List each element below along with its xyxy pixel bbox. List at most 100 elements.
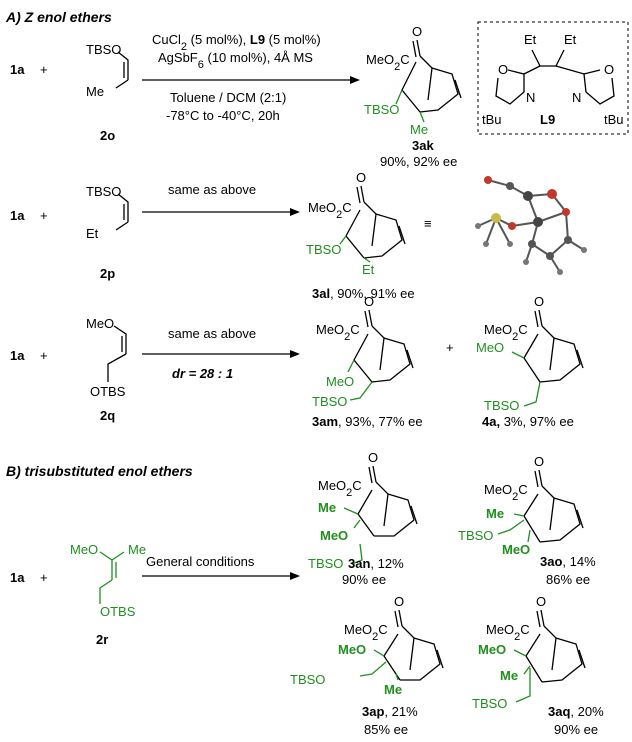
bond <box>360 185 365 203</box>
bond <box>419 111 425 123</box>
sm-label-2r: 2r <box>96 632 108 647</box>
bond <box>401 625 415 671</box>
ester-label: MeO2C <box>486 622 530 643</box>
ligand-et-1: Et <box>524 32 537 47</box>
bond <box>543 625 557 671</box>
bond <box>436 649 444 669</box>
product-et-label: Et <box>362 262 375 277</box>
sm-tbso-label: TBSO <box>86 42 121 57</box>
atom <box>506 182 514 190</box>
row-4: 1a + MeO Me OTBS 2r General conditions M… <box>10 450 604 737</box>
sm-me-label: Me <box>86 84 104 99</box>
product-ee-3aq: 90% ee <box>554 722 598 737</box>
atom <box>562 208 570 216</box>
condition-text: same as above <box>168 326 256 341</box>
ligand-o-1: O <box>498 62 508 77</box>
ester-label: MeO2C <box>344 622 388 643</box>
bond <box>406 349 414 369</box>
bond <box>565 211 569 241</box>
bond <box>99 579 113 604</box>
sm-2r-structure: MeO Me OTBS <box>70 542 146 619</box>
bond <box>117 51 129 80</box>
carbonyl-o-label: O <box>536 594 546 609</box>
bond <box>395 89 403 105</box>
bond <box>507 65 541 75</box>
reactant-1a: 1a <box>10 348 25 363</box>
sm-label-2q: 2q <box>100 408 115 423</box>
product-tbso-label: TBSO <box>472 696 507 711</box>
bond <box>117 193 129 222</box>
bond <box>541 485 555 531</box>
product-tbso-label: TBSO <box>312 394 347 409</box>
sm-2o-structure: TBSO Me <box>86 42 129 99</box>
ester-label: MeO2C <box>316 322 360 343</box>
bond <box>555 65 601 75</box>
atom <box>523 259 529 265</box>
sm-2p-structure: TBSO Et <box>86 184 129 241</box>
bond <box>578 649 586 669</box>
bond <box>353 519 361 529</box>
bond <box>371 325 385 371</box>
ligand-tbu-2: tBu <box>604 112 624 127</box>
row-3: 1a + MeO OTBS 2q same as above dr = 28 :… <box>10 294 584 429</box>
bond <box>583 73 615 105</box>
row-2: 1a + TBSO Et 2p same as above MeO2C O TB… <box>10 170 587 301</box>
plus-sign: + <box>40 570 48 585</box>
product-3ao-structure: MeO2C O Me TBSO MeO <box>458 454 584 557</box>
bond <box>115 221 129 231</box>
bond <box>383 633 401 681</box>
bond <box>523 665 531 675</box>
product-caption-3an: 3an, 12% <box>348 556 404 571</box>
product-3aq-structure: MeO2C O MeO Me TBSO <box>472 594 586 711</box>
product-3ap-structure: MeO2C O MeO TBSO Me <box>290 594 444 697</box>
product-meo-label: MeO <box>478 642 506 657</box>
arrow-head <box>290 208 300 216</box>
bond <box>115 79 129 89</box>
product-3an-structure: MeO2C O Me MeO TBSO <box>308 450 418 571</box>
product-caption-3al: 3al, 90%, 91% ee <box>312 286 415 301</box>
product-tbso-label: TBSO <box>484 398 519 413</box>
cond-line-4: -78°C to -40°C, 20h <box>166 108 280 123</box>
product-meo-label: MeO <box>320 528 348 543</box>
cond-line-3: Toluene / DCM (2:1) <box>170 90 286 105</box>
product-me-label: Me <box>318 500 336 515</box>
bond <box>454 79 462 99</box>
atom <box>546 252 554 260</box>
bond <box>353 333 373 383</box>
bond <box>531 49 565 67</box>
product-caption-3ao: 3ao, 14% <box>540 554 596 569</box>
bond <box>525 633 543 683</box>
atom <box>483 241 489 247</box>
product-tbso-label: TBSO <box>290 672 325 687</box>
sm-2q-structure: MeO OTBS <box>86 316 127 399</box>
bond <box>515 668 531 703</box>
product-me-label: Me <box>410 122 428 137</box>
bond <box>363 201 377 247</box>
bond <box>412 40 417 58</box>
product-tbso-label: TBSO <box>364 102 399 117</box>
sm-et-label: Et <box>86 226 99 241</box>
ester-label: MeO2C <box>366 52 410 73</box>
atom <box>528 240 536 248</box>
dashed-box-frame <box>477 21 629 135</box>
bond <box>534 470 539 488</box>
xray-structure-image <box>475 176 587 275</box>
bond <box>371 337 411 383</box>
sm-meo-label: MeO <box>70 542 98 557</box>
plus-sign: + <box>40 62 48 77</box>
product-yield-3ak: 90%, 92% ee <box>380 154 457 169</box>
bond <box>541 325 555 371</box>
ester-label: MeO2C <box>318 478 362 499</box>
sm-otbs-label: OTBS <box>100 604 136 619</box>
bond <box>511 351 525 359</box>
bond <box>538 469 543 487</box>
bond <box>374 493 415 537</box>
dr-value: dr = 28 : 1 <box>172 366 233 381</box>
plus-sign: + <box>40 348 48 363</box>
cond-line-2: AgSbF6 (10 mol%), 4Å MS <box>158 50 313 71</box>
plus-sign: + <box>40 208 48 223</box>
sm-me-label: Me <box>128 542 146 557</box>
bond <box>540 609 545 627</box>
product-ee-3an: 90% ee <box>342 572 386 587</box>
